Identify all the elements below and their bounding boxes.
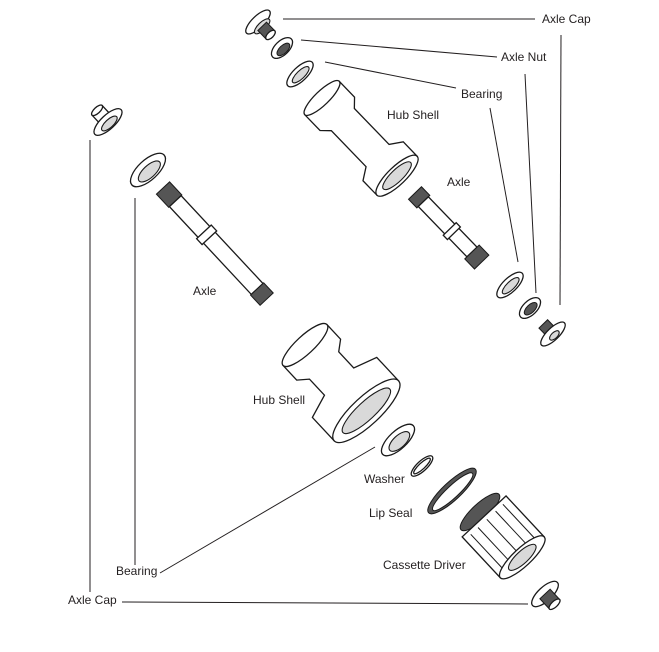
label-bottom-axle: Axle [193,284,217,298]
leader-top-axle-nut [300,39,498,58]
leader-bottom-axle-cap [121,601,529,605]
bottom-bearing-drawing [129,152,167,188]
bottom-axle-cap-lower-drawing [531,580,561,611]
leader-top-axle-nut-lower [524,73,537,294]
label-top-hub-shell: Hub Shell [387,108,440,122]
leader-top-axle-cap-lower [559,34,562,306]
top-axle-nut-lower-drawing [518,297,542,319]
label-bottom-axle-cap: Axle Cap [68,593,117,607]
cassette-driver-drawing [459,492,546,580]
top-hub-shell-drawing [303,79,419,197]
top-bearing-drawing [286,60,314,88]
top-axle-nut-drawing [270,37,294,59]
leader-top-bearing [324,61,457,89]
label-lip-seal: Lip Seal [369,506,413,520]
bottom-axle-cap-drawing [90,104,123,136]
leader-lines [89,18,562,605]
label-top-axle-nut: Axle Nut [501,50,547,64]
leader-top-bearing-lower [489,107,519,263]
label-bottom-hub-shell: Hub Shell [253,393,306,407]
label-top-bearing: Bearing [461,87,503,101]
bottom-axle-drawing [155,181,274,307]
label-bottom-bearing: Bearing [116,564,158,578]
top-axle-drawing [407,186,490,270]
label-top-axle: Axle [447,175,471,189]
top-axle-cap-lower-drawing [538,319,566,347]
top-bearing-lower-drawing [496,271,524,299]
washer-drawing [410,455,434,477]
lip-seal-drawing [427,467,477,515]
bottom-bearing-lower-drawing [380,423,416,457]
leader-bottom-bearing [159,446,376,574]
label-washer: Washer [364,472,405,486]
top-axle-cap-drawing [245,9,276,41]
label-cassette-driver: Cassette Driver [383,558,466,572]
bottom-hub-shell-drawing [281,322,401,444]
label-top-axle-cap: Axle Cap [542,12,591,26]
